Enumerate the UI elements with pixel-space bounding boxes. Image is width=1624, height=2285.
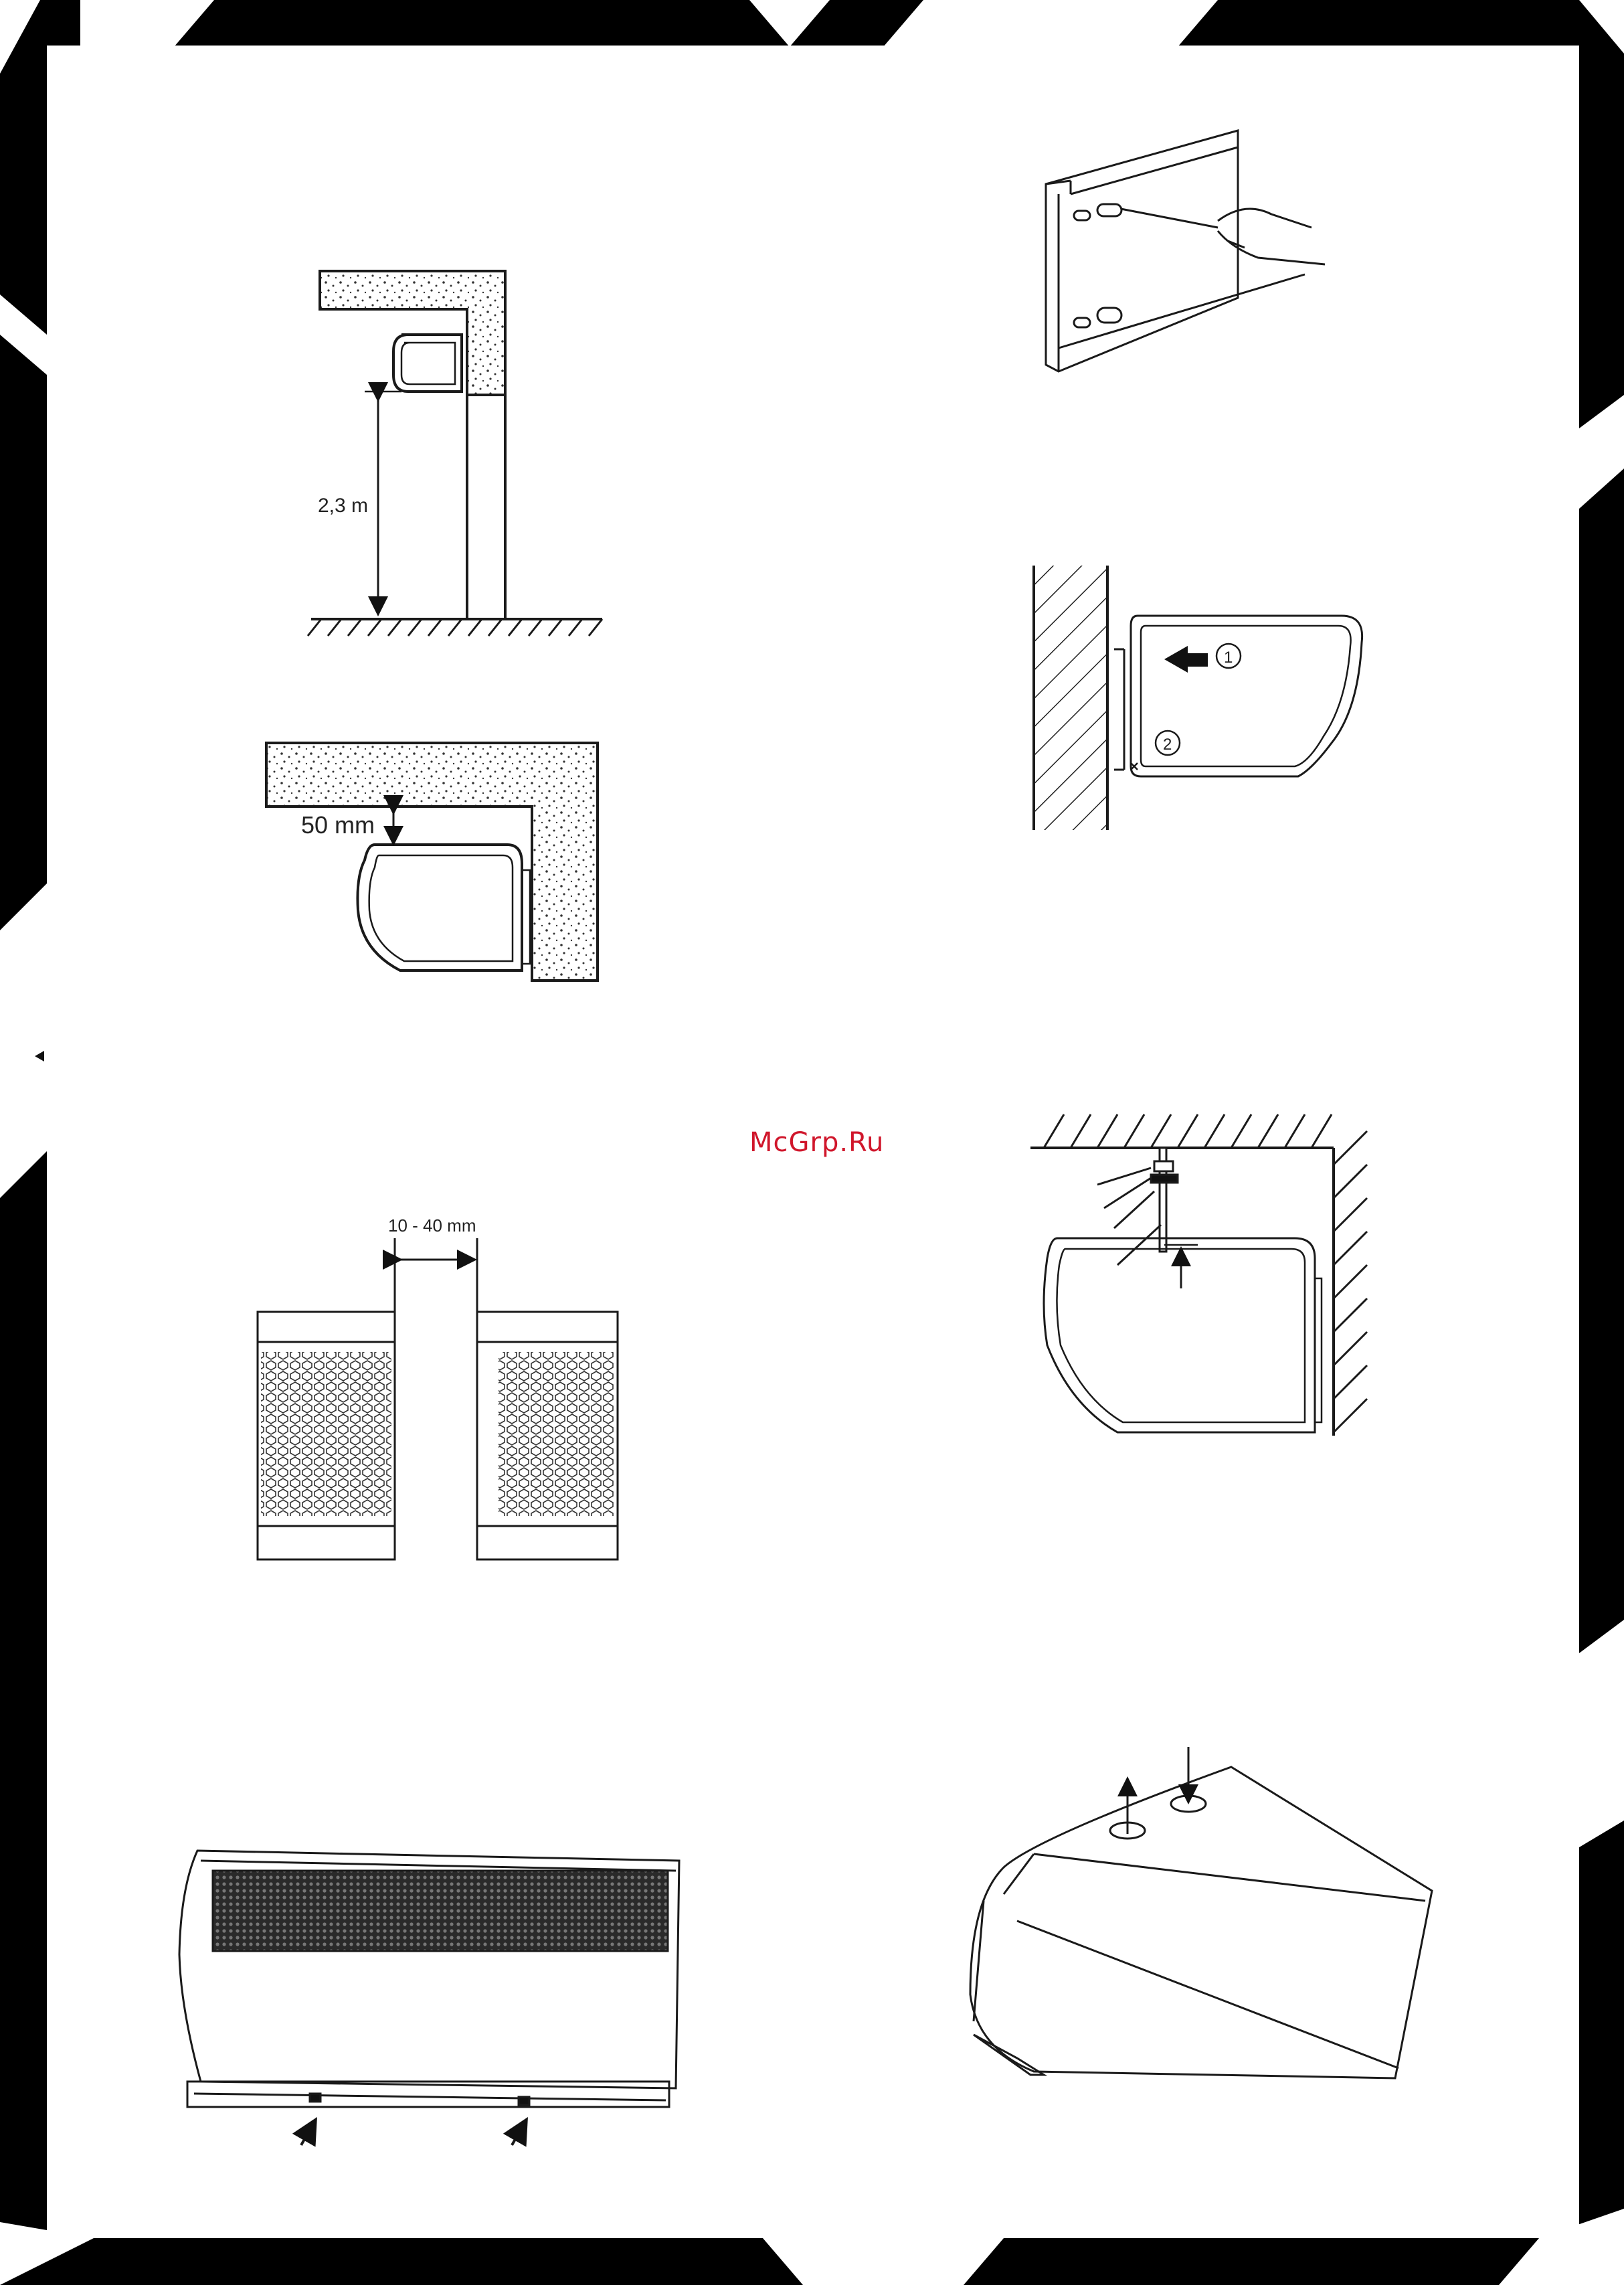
step-1-label: 1 — [1224, 649, 1233, 667]
clearance-label: 50 mm — [301, 811, 375, 839]
watermark: McGrp.Ru — [749, 1127, 884, 1158]
gap-label: 10 - 40 mm — [388, 1215, 476, 1236]
height-label: 2,3 m — [318, 495, 368, 517]
step-2-label: 2 — [1163, 736, 1172, 754]
